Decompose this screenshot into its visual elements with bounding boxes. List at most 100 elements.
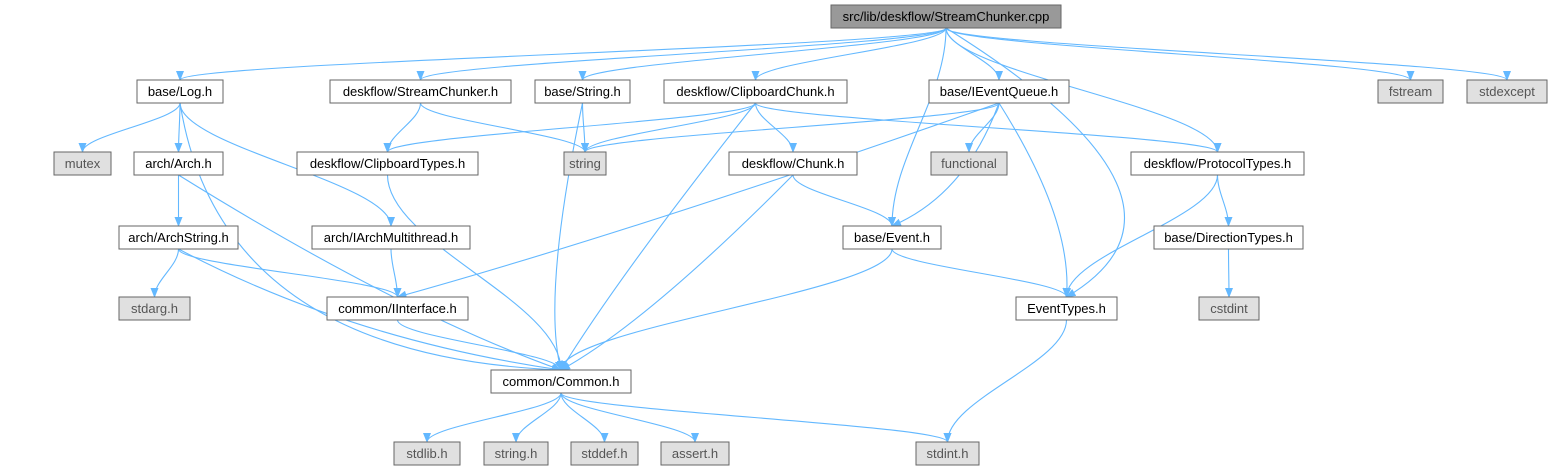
edge-arch-to-common	[178, 174, 562, 371]
edge-log-to-iamt	[179, 102, 395, 227]
node-label-proto: deskflow/ProtocolTypes.h	[1144, 156, 1291, 171]
node-functional: functional	[930, 151, 1008, 176]
node-box-cbtypes	[296, 151, 479, 176]
node-common[interactable]: common/Common.h	[490, 369, 632, 394]
node-stdexcept: stdexcept	[1466, 79, 1548, 104]
node-box-arch	[133, 151, 224, 176]
node-box-assert	[660, 441, 730, 466]
node-label-string: string	[569, 156, 601, 171]
node-cbchunk[interactable]: deskflow/ClipboardChunk.h	[663, 79, 848, 104]
node-box-log	[136, 79, 224, 104]
edge-common-to-assert	[560, 392, 699, 443]
edge-common-to-stdint	[560, 392, 952, 443]
node-box-archstr	[118, 225, 239, 250]
node-archstr[interactable]: arch/ArchString.h	[118, 225, 239, 250]
node-label-stdlib: stdlib.h	[406, 446, 447, 461]
edge-cbchunk-to-string	[581, 102, 757, 153]
node-label-cbchunk: deskflow/ClipboardChunk.h	[676, 84, 834, 99]
node-label-evtypes: EventTypes.h	[1027, 301, 1106, 316]
edge-dirtypes-to-cstdint	[1224, 248, 1233, 298]
node-chunk[interactable]: deskflow/Chunk.h	[728, 151, 858, 176]
edge-ievq-to-event	[891, 102, 1000, 227]
edge-root-to-evtypes	[945, 27, 1126, 298]
edge-bstring-to-string	[580, 102, 589, 153]
edge-proto-to-evtypes	[1062, 174, 1219, 298]
edge-common-to-stddef	[560, 392, 609, 443]
node-proto[interactable]: deskflow/ProtocolTypes.h	[1130, 151, 1305, 176]
node-box-mutex	[53, 151, 112, 176]
node-iiface[interactable]: common/IInterface.h	[326, 296, 469, 321]
edge-ievq-to-iiface	[396, 102, 1000, 299]
edge-archstr-to-common	[178, 248, 562, 373]
node-label-mutex: mutex	[65, 156, 101, 171]
node-string: string	[563, 151, 607, 176]
node-label-stringh: string.h	[495, 446, 538, 461]
edge-root-to-proto	[945, 27, 1222, 153]
node-label-stdarg: stdarg.h	[131, 301, 178, 316]
node-assert: assert.h	[660, 441, 730, 466]
node-root[interactable]: src/lib/deskflow/StreamChunker.cpp	[830, 4, 1062, 29]
node-sc_h[interactable]: deskflow/StreamChunker.h	[329, 79, 512, 104]
edge-evtypes-to-stdint	[943, 319, 1068, 443]
edge-cbtypes-to-common	[386, 174, 565, 371]
edge-log-to-arch	[174, 102, 183, 153]
edge-archstr-to-stdarg	[150, 248, 180, 298]
node-box-common	[490, 369, 632, 394]
node-box-iamt	[311, 225, 471, 250]
edge-root-to-sc_h	[416, 27, 947, 81]
node-label-ievq: base/IEventQueue.h	[940, 84, 1059, 99]
node-box-stringh	[483, 441, 549, 466]
node-label-stddef: stddef.h	[581, 446, 627, 461]
node-label-dirtypes: base/DirectionTypes.h	[1164, 230, 1293, 245]
edge-ievq-to-functional	[965, 102, 1000, 153]
node-mutex: mutex	[53, 151, 112, 176]
node-label-assert: assert.h	[672, 446, 718, 461]
node-evtypes[interactable]: EventTypes.h	[1015, 296, 1118, 321]
node-label-iamt: arch/IArchMultithread.h	[324, 230, 458, 245]
node-box-functional	[930, 151, 1008, 176]
node-event[interactable]: base/Event.h	[842, 225, 942, 250]
node-box-root	[830, 4, 1062, 29]
node-label-iiface: common/IInterface.h	[338, 301, 457, 316]
node-box-proto	[1130, 151, 1305, 176]
node-label-arch: arch/Arch.h	[145, 156, 211, 171]
nodes-layer: src/lib/deskflow/StreamChunker.cpp base/L…	[53, 4, 1548, 466]
edge-ievq-to-evtypes	[998, 102, 1072, 298]
node-dirtypes[interactable]: base/DirectionTypes.h	[1153, 225, 1304, 250]
edge-common-to-stringh	[512, 392, 562, 443]
node-box-evtypes	[1015, 296, 1118, 321]
node-cstdint: cstdint	[1198, 296, 1260, 321]
edge-root-to-event	[888, 27, 947, 227]
edge-event-to-common	[557, 248, 893, 371]
edge-cbchunk-to-proto	[754, 102, 1222, 153]
node-label-sc_h: deskflow/StreamChunker.h	[343, 84, 498, 99]
node-box-stdexcept	[1466, 79, 1548, 104]
edge-chunk-to-common	[560, 174, 794, 371]
edge-iiface-to-common	[396, 319, 565, 371]
edges-layer	[78, 27, 1511, 443]
node-box-event	[842, 225, 942, 250]
node-label-bstring: base/String.h	[544, 84, 621, 99]
node-cbtypes[interactable]: deskflow/ClipboardTypes.h	[296, 151, 479, 176]
edge-root-to-cbchunk	[751, 27, 947, 81]
node-label-stdint: stdint.h	[927, 446, 969, 461]
node-iamt[interactable]: arch/IArchMultithread.h	[311, 225, 471, 250]
edge-cbchunk-to-chunk	[754, 102, 797, 153]
node-box-stdint	[915, 441, 980, 466]
edge-sc_h-to-cbtypes	[383, 102, 422, 153]
node-box-stdlib	[393, 441, 461, 466]
node-arch[interactable]: arch/Arch.h	[133, 151, 224, 176]
node-bstring[interactable]: base/String.h	[534, 79, 631, 104]
node-label-fstream: fstream	[1389, 84, 1432, 99]
edge-cbchunk-to-common	[560, 102, 756, 371]
node-log[interactable]: base/Log.h	[136, 79, 224, 104]
node-ievq[interactable]: base/IEventQueue.h	[928, 79, 1070, 104]
node-label-archstr: arch/ArchString.h	[128, 230, 228, 245]
edge-cbchunk-to-cbtypes	[383, 102, 757, 153]
node-box-cstdint	[1198, 296, 1260, 321]
node-box-bstring	[534, 79, 631, 104]
node-fstream: fstream	[1377, 79, 1444, 104]
node-label-event: base/Event.h	[854, 230, 930, 245]
edge-sc_h-to-string	[419, 102, 589, 153]
node-box-iiface	[326, 296, 469, 321]
